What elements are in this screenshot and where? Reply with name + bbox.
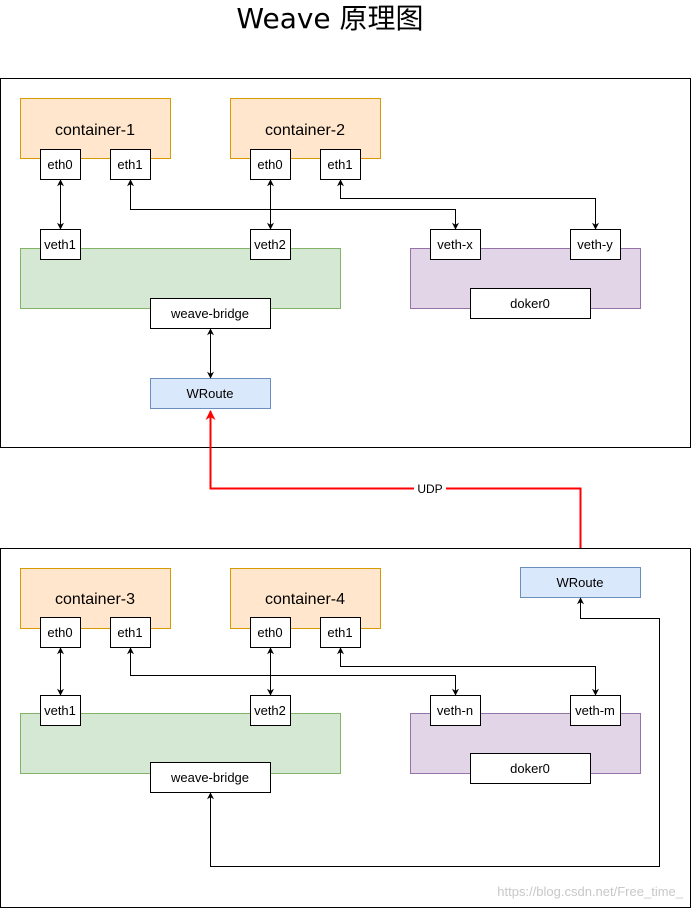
udp-label-bg [414, 481, 446, 496]
host-1-container-b-name: container-2 [265, 122, 345, 139]
host-1-bridge-veth-a [40, 229, 81, 260]
host-2-bridge-veth-a-label: veth1 [44, 703, 76, 718]
host-1-container-b-box [230, 98, 381, 159]
host-1-docker-veth-a-label: veth-x [437, 237, 473, 252]
udp-label: UDP [417, 482, 442, 496]
udp-link [205, 410, 586, 566]
host-2-bridge-veth-b-label: veth2 [254, 703, 286, 718]
host-1-bridge-veth-a-label: veth1 [44, 237, 76, 252]
host-1-bridge-veth-b [250, 229, 291, 260]
host-1-container-a-eth0-label: eth0 [47, 157, 72, 172]
host-1-container-b-eth0 [250, 149, 291, 180]
host-1: container-1 eth0 eth1 container-2 eth0 e… [0, 78, 691, 448]
host-1-docker-veth-b-label: veth-y [577, 237, 613, 252]
host-2-container-b-eth1-label: eth1 [327, 625, 352, 640]
watermark: https://blog.csdn.net/Free_time_ [497, 884, 683, 899]
host-2-container-b-name: container-4 [265, 591, 345, 608]
diagram-title: Weave 原理图 [236, 2, 423, 35]
host-2-wroute [520, 567, 641, 598]
host-1-docker-veth-a [430, 229, 481, 260]
host-1-container-b-eth0-label: eth0 [257, 157, 282, 172]
host-2-weave-bridge-label: weave-bridge [170, 770, 249, 785]
host-1-weave-bridge [150, 298, 271, 329]
host-2-container-a-name: container-3 [55, 591, 135, 608]
host-1-container-b-eth1-label: eth1 [327, 157, 352, 172]
host-2-docker-veth-b-label: veth-m [575, 703, 615, 718]
host-1-bridge-veth-b-label: veth2 [254, 237, 286, 252]
host-1-docker0 [470, 288, 591, 319]
host-1-container-a-eth1-label: eth1 [117, 157, 142, 172]
host-2-container-a-eth0-label: eth0 [47, 625, 72, 640]
host-2-link-bridge-wroute [207, 597, 660, 867]
host-1-docker0-label: doker0 [510, 296, 550, 311]
host-1-link-eth1-vethy [337, 179, 599, 230]
host-2: container-3 eth0 eth1 container-4 eth0 e… [0, 548, 691, 908]
host-1-wroute [150, 378, 271, 409]
host-1-container-a-name: container-1 [55, 122, 135, 139]
host-1-container-a-box [20, 98, 171, 159]
host-2-wroute-label: WRoute [557, 575, 604, 590]
host-2-bridge-veth-a [40, 695, 81, 726]
host-1-wroute-label: WRoute [187, 386, 234, 401]
host-2-docker0-label: doker0 [510, 761, 550, 776]
host-1-weave-bridge-label: weave-bridge [170, 306, 249, 321]
host-1-container-a-eth1 [110, 149, 151, 180]
host-2-docker-veth-a-label: veth-n [437, 703, 473, 718]
host-2-container-a-eth1-label: eth1 [117, 625, 142, 640]
host-2-container-a-eth1 [110, 617, 151, 648]
host-2-container-b-eth0-label: eth0 [257, 625, 282, 640]
